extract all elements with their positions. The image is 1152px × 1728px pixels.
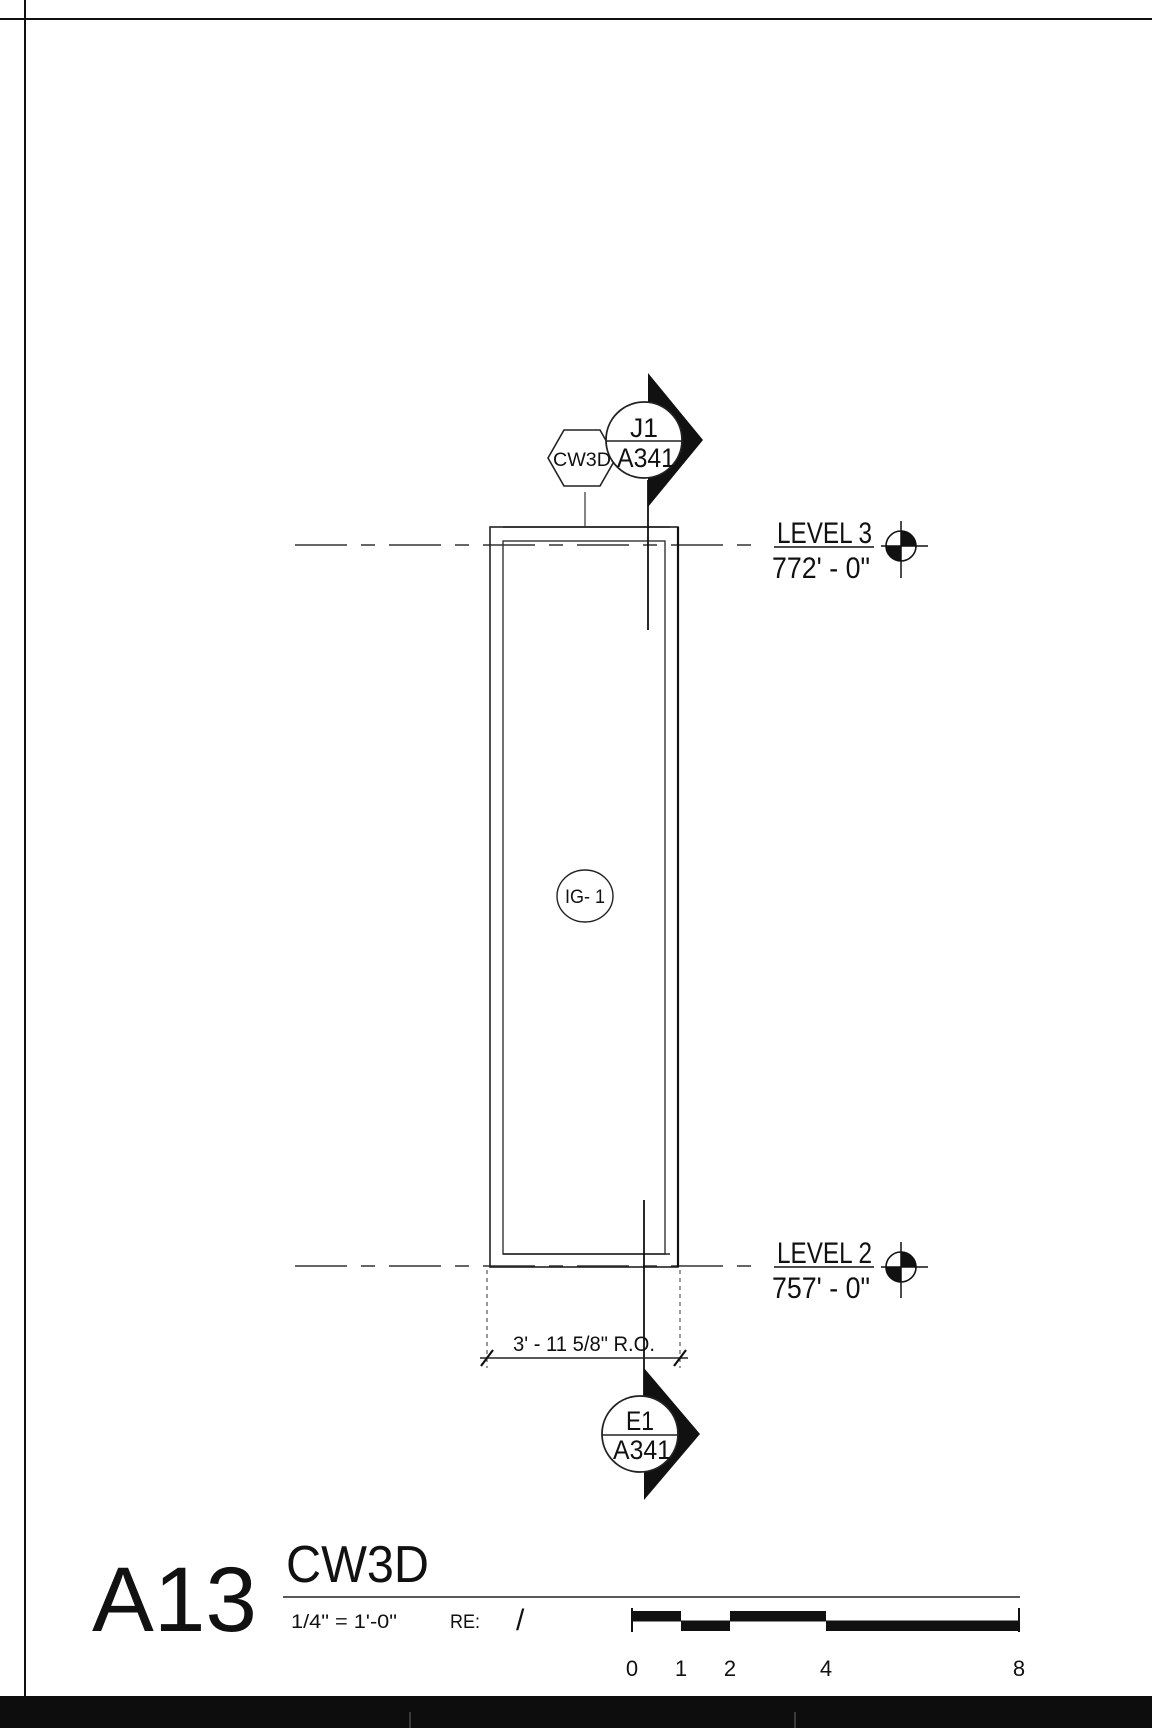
scale-bar-segment	[632, 1611, 681, 1621]
scale-bar-segment	[681, 1621, 730, 1631]
glass-tag: IG- 1	[556, 869, 614, 923]
scale-bar-segment	[730, 1611, 826, 1621]
section-mark-detail-number: J1	[630, 413, 658, 443]
level-2-elevation: 757' - 0"	[772, 1272, 870, 1305]
type-tag: CW3D	[547, 429, 617, 487]
glass-tag-text: IG- 1	[565, 887, 605, 908]
scale-bar-segment	[826, 1621, 1019, 1631]
scale-bar-label: 2	[724, 1656, 736, 1681]
scale-bar-label: 4	[820, 1656, 832, 1681]
reference-label: RE:	[450, 1612, 480, 1633]
curtain-wall-elevation	[489, 526, 680, 1268]
level-datum-icon	[881, 1242, 928, 1298]
section-mark-circle	[601, 1395, 679, 1473]
detail-number: A13	[92, 1549, 257, 1651]
detail-title: CW3D	[286, 1536, 429, 1594]
level-2-name: LEVEL 2	[777, 1237, 872, 1270]
level-3-name: LEVEL 3	[777, 517, 872, 550]
section-mark-bottom[interactable]: E1 A341	[601, 1368, 700, 1500]
level-2-marker: LEVEL 2 757' - 0"	[772, 1237, 928, 1305]
level-datum-icon	[881, 521, 928, 578]
detail-title-block: A13 CW3D 1/4" = 1'-0" RE: /	[92, 1536, 1020, 1651]
rough-opening-dimension: 3' - 11 5/8" R.O.	[480, 1270, 688, 1368]
dimension-tick	[480, 1349, 494, 1367]
section-mark-circle	[605, 401, 683, 479]
dimension-tick	[673, 1349, 687, 1367]
level-3-elevation: 772' - 0"	[772, 552, 870, 585]
scale-bar-label: 8	[1013, 1656, 1025, 1681]
scale-text: 1/4" = 1'-0"	[291, 1612, 397, 1633]
dimension-text: 3' - 11 5/8" R.O.	[513, 1333, 655, 1356]
reference-value: /	[516, 1604, 525, 1637]
glass-tag-ellipse	[556, 869, 614, 923]
section-mark-sheet-number: A341	[617, 443, 675, 473]
level-3-marker: LEVEL 3 772' - 0"	[772, 517, 928, 585]
scale-bar-label: 1	[675, 1656, 687, 1681]
graphic-scale-bar: 0 1 2 4 8	[626, 1608, 1025, 1681]
type-tag-text: CW3D	[553, 450, 611, 471]
section-mark-detail-number: E1	[626, 1406, 654, 1436]
section-mark-top[interactable]: J1 A341	[605, 373, 703, 507]
sheet-bottom-border	[0, 1696, 1152, 1728]
section-mark-sheet-number: A341	[613, 1435, 671, 1465]
scale-bar-label: 0	[626, 1656, 638, 1681]
